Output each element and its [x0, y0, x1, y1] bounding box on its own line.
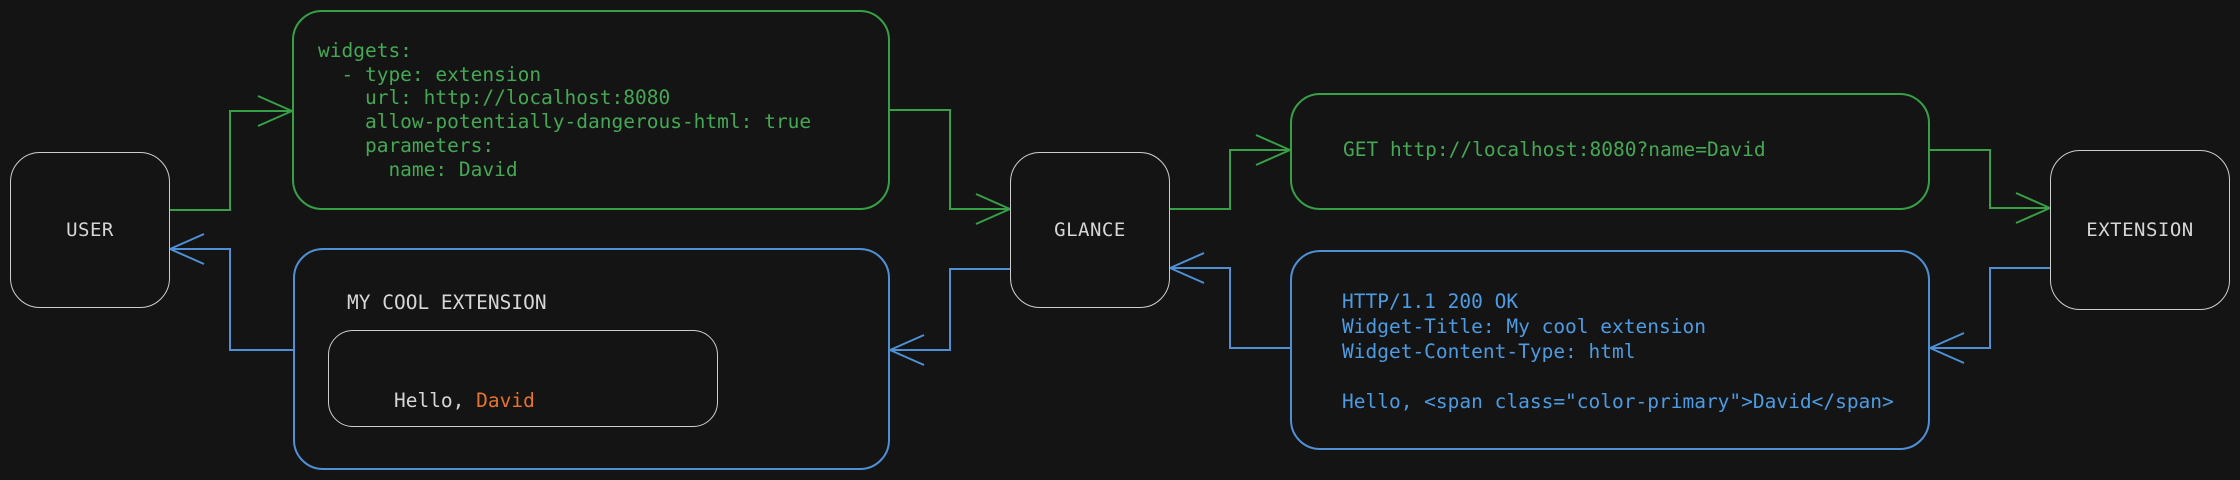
http-response-code: HTTP/1.1 200 OK Widget-Title: My cool ex…: [1342, 290, 1894, 413]
extension-node-label: EXTENSION: [2086, 219, 2194, 241]
greeting-prefix-text: Hello,: [393, 389, 477, 412]
yaml-config-box: [292, 10, 890, 210]
rendered-widget-greeting: Hello, David: [347, 366, 535, 435]
glance-node: GLANCE: [1010, 152, 1170, 308]
rendered-widget-title: MY COOL EXTENSION: [347, 291, 547, 314]
arrow-widget-to-user: [169, 233, 293, 351]
rendered-widget-content-frame: [328, 330, 718, 427]
greeting-name-text: David: [476, 389, 535, 412]
arrow-request-to-extension: [1930, 149, 2051, 224]
extension-node: EXTENSION: [2050, 150, 2230, 310]
http-request-code: GET http://localhost:8080?name=David: [1343, 138, 1766, 161]
arrow-glance-to-request: [1170, 134, 1291, 210]
rendered-widget-box: [293, 248, 890, 470]
user-node-label: USER: [66, 219, 114, 241]
arrow-config-to-glance: [890, 109, 1011, 225]
arrow-glance-to-widget: [889, 268, 1010, 366]
glance-node-label: GLANCE: [1054, 219, 1126, 241]
http-request-box: [1290, 93, 1930, 210]
arrow-extension-to-response: [1929, 267, 2050, 364]
arrow-user-to-config: [170, 95, 293, 211]
yaml-config-code: widgets: - type: extension url: http://l…: [318, 39, 812, 181]
http-response-box: [1290, 250, 1930, 450]
user-node: USER: [10, 152, 170, 308]
arrow-response-to-glance: [1169, 252, 1290, 349]
